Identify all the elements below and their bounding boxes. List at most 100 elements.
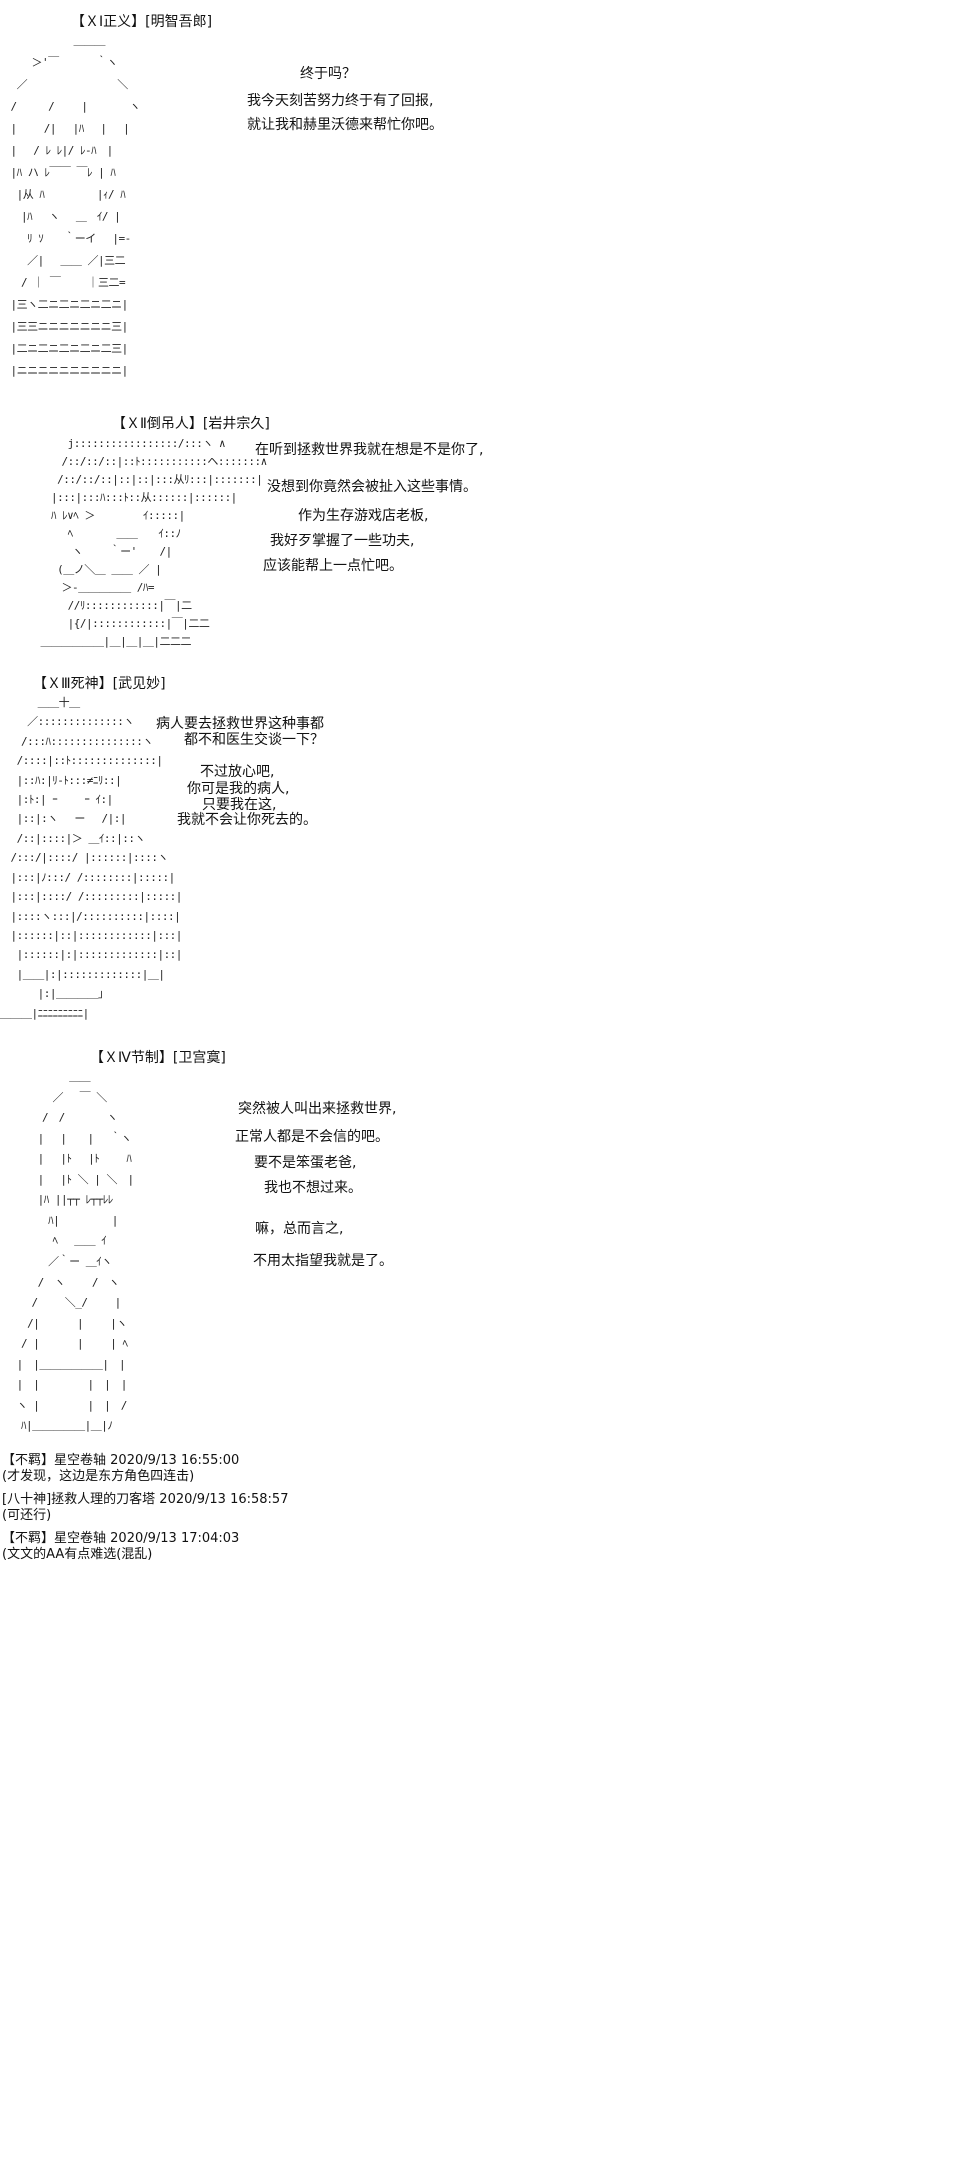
ascii-art-line: | |ﾄ ＼ | ＼ | <box>0 1172 134 1186</box>
ascii-art-line: / / ヽ <box>0 1111 118 1125</box>
ascii-art-line: |::ﾊ:|ﾘ-ﾄ:::≠ﾆﾘ::| <box>0 773 122 787</box>
ascii-art-line: |::::::|:|:::::::::::::|::| <box>0 948 183 962</box>
ascii-art-line: |{/|::::::::::::|￣|二二 <box>30 617 210 630</box>
ascii-art-line: /:::/|::::/ |::::::|::::ヽ <box>0 851 168 865</box>
dialogue-line: 只要我在这, <box>202 797 277 813</box>
ascii-art-line: ＞-＿＿＿＿＿ /ﾊ= <box>30 581 154 594</box>
ascii-art-line: |:::|ﾉ:::/ /::::::::|:::::| <box>0 870 175 884</box>
ascii-art-line: /| | |ヽ <box>0 1316 127 1330</box>
dialogue-line: 嘛，总而言之, <box>255 1221 344 1237</box>
ascii-art-line: |::::::|::|::::::::::::|:::| <box>0 928 182 942</box>
comment-author: 【不羁】星空卷轴 <box>2 1531 107 1546</box>
dialogue-line: 不用太指望我就是了。 <box>253 1253 393 1269</box>
ascii-art-line: | | | ｀ヽ <box>0 1131 132 1145</box>
ascii-art-line: (＿ノ＼＿ ＿＿ ／ | <box>30 563 162 576</box>
dialogue-line: 正常人都是不会信的吧。 <box>235 1129 389 1145</box>
ascii-art-line: ／｀ー ＿ｲヽ <box>0 1255 112 1268</box>
dialogue-line: 我好歹掌握了一些功夫, <box>270 533 415 549</box>
dialogue-line: 不过放心吧, <box>200 764 275 780</box>
ascii-art-line: |ﾊ ヽ ＿ ｲ/ | <box>0 210 121 223</box>
ascii-art-line: /::|::::|＞ ＿ｲ::|::ヽ <box>0 831 146 845</box>
ascii-art-line: / ＼_/ | <box>0 1296 121 1310</box>
ascii-art-line: ＿＿＿|ﾆﾆﾆﾆﾆﾆﾆﾆﾆ| <box>0 1006 89 1020</box>
ascii-art-line: ﾍ ＿＿ ｲ::ﾉ <box>30 527 182 540</box>
comment-time: 2020/9/13 16:55:00 <box>110 1453 240 1468</box>
ascii-art-line: /:::ﾊ:::::::::::::::ヽ <box>0 734 153 748</box>
ascii-art-line: |＿＿|:|:::::::::::::|＿| <box>0 967 165 981</box>
ascii-art-line: ＿＿＿＿＿＿|＿|＿|＿|二二二 <box>30 635 191 648</box>
ascii-art-line: ﾘ ｿ ｀ーイ |=- <box>0 232 131 245</box>
ascii-art-line: | /| |ﾊ | | <box>0 122 130 135</box>
dialogue-line: 病人要去拯救世界这种事都 <box>156 716 324 732</box>
comment-text: (才发现，这边是东方角色四连击) <box>2 1469 195 1484</box>
ascii-art-line: |:::|::::/ /:::::::::|:::::| <box>0 890 182 904</box>
ascii-art-line: |:::|:::ﾊ:::ﾄ::从::::::|::::::| <box>30 491 237 504</box>
dialogue-line: 应该能帮上一点忙吧。 <box>263 558 403 574</box>
ascii-art-line: |ニニニニニニニニニニ| <box>0 364 128 377</box>
dialogue-line: 突然被人叫出来拯救世界, <box>238 1101 397 1117</box>
ascii-art-line: ﾊ| | <box>0 1213 118 1227</box>
ascii-art-figure: j:::::::::::::::::/:::ヽ ∧ /::/::/::|::ﾄ:… <box>30 437 410 653</box>
comment-author: [八十神]拯救人理的刀客塔 <box>2 1492 156 1507</box>
ascii-art-line: //ﾘ::::::::::::|￣|二 <box>30 599 192 612</box>
ascii-art-line: j:::::::::::::::::/:::ヽ ∧ <box>30 437 226 450</box>
ascii-art-line: / ヽ / ヽ <box>0 1275 120 1289</box>
ascii-art-line: / ｜ ￣ ｜三二= <box>0 276 126 289</box>
comment-header: 【不羁】星空卷轴 2020/9/13 17:04:03 <box>2 1531 239 1547</box>
ascii-art-line: ＞'￣ ｀ヽ <box>0 56 118 69</box>
comment-author: 【不羁】星空卷轴 <box>2 1453 107 1468</box>
dialogue-line: 终于吗？ <box>300 66 356 82</box>
section-header: 【ＸⅣ节制】[卫宫寞] <box>90 1050 226 1066</box>
ascii-art-line: |从 ﾊ |ｨ/ ﾊ <box>0 188 126 201</box>
ascii-art-line: ﾊ ﾚ∨ﾍ ＞ ｲ:::::| <box>30 509 185 522</box>
comment-header: 【不羁】星空卷轴 2020/9/13 16:55:00 <box>2 1453 239 1469</box>
ascii-art-line: /::/::/::|::ﾄ:::::::::::ヘ:::::::∧ <box>30 455 267 468</box>
comment-text: (可还行) <box>2 1508 52 1523</box>
ascii-art-line: | / ﾚ ﾚ|/ ﾚ-ﾊ | <box>0 144 113 157</box>
ascii-art-line: ヽ | | | / <box>0 1398 128 1412</box>
dialogue-line: 没想到你竟然会被扯入这些事情。 <box>267 479 477 495</box>
ascii-art-line: ヽ ｀ー' /| <box>30 545 172 558</box>
section-header: 【ＸⅠ正义】[明智吾郎] <box>71 14 213 30</box>
comment-time: 2020/9/13 17:04:03 <box>110 1531 240 1546</box>
ascii-art-line: |三ヽ二ニ二ニ二ニ二ニ| <box>0 298 128 311</box>
ascii-art-line: | |＿＿＿＿＿＿| | <box>0 1357 126 1371</box>
comment-header: [八十神]拯救人理的刀客塔 2020/9/13 16:58:57 <box>2 1492 288 1508</box>
ascii-art-line: |三三ニニニニニニニ三| <box>0 320 128 333</box>
dialogue-line: 就让我和赫里沃德来帮忙你吧。 <box>247 117 443 133</box>
ascii-art-line: |:|＿＿＿＿｣ <box>0 987 104 1001</box>
dialogue-line: 要不是笨蛋老爸, <box>254 1155 357 1171</box>
dialogue-line: 我也不想过来。 <box>264 1180 362 1196</box>
ascii-art-line: | | | | | <box>0 1378 128 1392</box>
dialogue-line: 都不和医生交谈一下？ <box>184 732 324 748</box>
ascii-art-line: ／| ＿＿ ／|三二 <box>0 254 126 267</box>
ascii-art-line: ﾊ|＿＿＿＿＿|＿|ﾉ <box>0 1419 113 1433</box>
section-header: 【ＸⅢ死神】[武见妙] <box>33 676 166 692</box>
ascii-art-line: | |ﾄ |ﾄ ﾊ <box>0 1152 132 1166</box>
dialogue-line: 在听到拯救世界我就在想是不是你了, <box>255 442 484 458</box>
dialogue-line: 我就不会让你死去的。 <box>177 812 317 828</box>
ascii-art-figure: ＿＿ ／ ￣ ＼ / / ヽ | | | ｀ヽ | |ﾄ |ﾄ ﾊ | |ﾄ ＼… <box>0 1070 280 1440</box>
ascii-art-line: /::/::/::|::|::|:::从ﾘ:::|:::::::| <box>30 473 263 486</box>
ascii-art-line: |::|:ヽ ー /|:| <box>0 812 127 826</box>
comment-text: (文文的AA有点难选(混乱) <box>2 1547 153 1562</box>
ascii-art-line: |二ニ二ニ二ニ二ニ二三| <box>0 342 128 355</box>
dialogue-line: 作为生存游戏店老板, <box>298 508 429 524</box>
section-header: 【ＸⅡ倒吊人】[岩井宗久] <box>112 416 270 432</box>
comment-time: 2020/9/13 16:58:57 <box>159 1492 289 1507</box>
ascii-art-line: ／ ＼ <box>0 78 129 91</box>
ascii-art-line: /::::|::ﾄ::::::::::::::| <box>0 754 163 768</box>
ascii-art-line: ＿＿十＿ <box>0 696 81 709</box>
dialogue-line: 你可是我的病人, <box>187 781 290 797</box>
ascii-art-line: |ﾊ ハ ﾚ￣￣ ￣ﾚ | ﾊ <box>0 166 116 179</box>
ascii-art-line: |ﾊ ||┬┬ ﾚ┬┬ﾚﾚ <box>0 1193 114 1207</box>
ascii-art-figure: ＿＿＿ ＞'￣ ｀ヽ ／ ＼ / / | ヽ | /| |ﾊ | | | / ﾚ… <box>0 34 410 406</box>
ascii-art-line: ／ ￣ ＼ <box>0 1090 107 1104</box>
ascii-art-figure: ＿＿十＿ ／::::::::::::::ヽ /:::ﾊ:::::::::::::… <box>0 696 230 1026</box>
dialogue-line: 我今天刻苦努力终于有了回报, <box>247 93 434 109</box>
ascii-art-line: ﾍ ＿＿ ｲ <box>0 1234 107 1248</box>
ascii-art-line: |:ﾄ:| ｰ ｰ ｲ:| <box>0 793 114 807</box>
ascii-art-line: ＿＿＿ <box>0 34 105 47</box>
ascii-art-line: |::::ヽ:::|/::::::::::|::::| <box>0 909 181 923</box>
